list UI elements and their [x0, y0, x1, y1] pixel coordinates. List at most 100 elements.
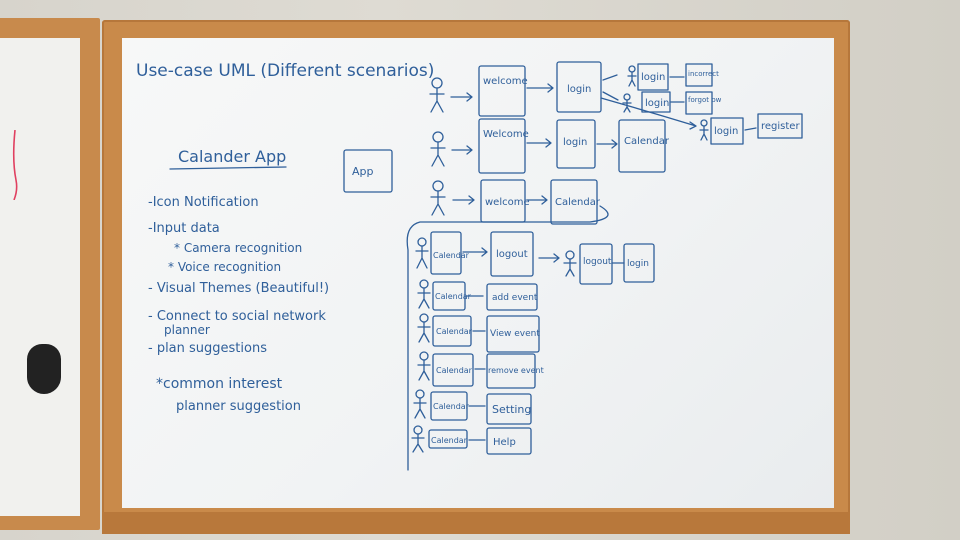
calendar-box: [430, 391, 468, 421]
group-target-box: [486, 315, 540, 353]
actor-icon: [699, 119, 709, 141]
group-target-box: [486, 393, 532, 425]
actor-icon: [627, 65, 637, 87]
list-item: -Input data: [148, 221, 220, 236]
calendar-box: [432, 281, 466, 311]
list-item: *common interest: [156, 376, 283, 392]
left-board-surface: [0, 38, 80, 516]
flow2-register-label: register: [761, 121, 800, 132]
actor-icon: [622, 93, 632, 113]
logout-label: logout: [583, 257, 612, 267]
calendar-label: Calendar: [433, 251, 470, 260]
flow1-forgot-label: forgot pw: [688, 96, 722, 104]
flow1-incorrect-box: [685, 63, 713, 87]
group-row: Calendar Help: [411, 425, 532, 455]
flow1-welcome-box: [478, 65, 526, 117]
arrow-icon: [452, 195, 475, 205]
actor-icon: [429, 77, 445, 113]
flow2-login-label: login: [563, 137, 587, 148]
flow3-welcome-label: welcome: [485, 197, 530, 208]
list-item: - Connect to social network: [148, 309, 326, 324]
flow1-login3-box: [641, 91, 671, 113]
flow2-welcome-box: [478, 118, 526, 174]
group-bracket: [406, 205, 609, 471]
app-box: [343, 149, 393, 193]
calendar-label: Calendar: [431, 436, 468, 445]
actor-icon: [413, 389, 427, 419]
calendar-box: [428, 429, 468, 449]
group-target-label: View event: [490, 329, 540, 339]
group-target-label: logout: [496, 249, 528, 260]
arrow-icon: [602, 74, 619, 101]
flow2-login2-label: login: [714, 126, 738, 137]
group-row: Calendar add event: [417, 279, 538, 311]
group-target-box: [490, 231, 534, 277]
list-item: - Visual Themes (Beautiful!): [148, 281, 329, 296]
login-label: login: [627, 259, 649, 269]
list-item: planner suggestion: [176, 399, 301, 414]
logout-box: [579, 243, 613, 285]
computer-mouse: [27, 344, 61, 394]
calendar-box: [432, 353, 474, 387]
flow1-welcome-label: welcome: [483, 76, 528, 87]
list-item: -Icon Notification: [148, 195, 259, 210]
arrow-icon: [744, 127, 757, 131]
calendar-label: Calendar: [436, 366, 473, 375]
group-target-label: Setting: [492, 403, 531, 416]
calendar-box: [432, 315, 472, 347]
actor-icon: [417, 351, 431, 381]
login-box: [623, 243, 655, 283]
calendar-label: Calendar: [436, 327, 473, 336]
title-text: Use-case UML (Different scenarios): [136, 61, 434, 81]
flow1-login2-label: login: [641, 72, 665, 83]
flow1-login2-box: [637, 63, 669, 91]
arrow-icon: [600, 97, 697, 130]
list-item: - plan suggestions: [148, 341, 267, 356]
actor-icon: [563, 250, 577, 277]
flow2-welcome-label: Welcome: [483, 129, 529, 140]
actor-icon: [430, 180, 446, 216]
whiteboard-surface: [122, 38, 834, 508]
group-target-label: remove event: [488, 366, 544, 375]
arrow-icon: [451, 145, 473, 155]
group-row: Calendar View event: [417, 313, 540, 353]
list-heading: Calander App: [178, 147, 286, 166]
marker-tray: [102, 512, 850, 534]
list-item: planner: [164, 323, 210, 337]
flow1-forgot-box: [685, 91, 713, 115]
arrow-icon: [526, 195, 548, 205]
arrow-icon: [450, 92, 473, 102]
flow2-calendar-label: Calendar: [624, 136, 670, 147]
arrow-icon: [538, 253, 560, 263]
actor-icon: [417, 313, 431, 343]
flow1-login3-label: login: [645, 98, 669, 109]
group-row: Calendar remove event: [417, 351, 544, 389]
calendar-label: Calendar: [433, 402, 470, 411]
group-target-box: [486, 427, 532, 455]
group-target-label: Help: [493, 437, 516, 448]
group-target-box: [486, 283, 538, 311]
actor-icon: [430, 131, 446, 167]
flow1-incorrect-label: incorrect: [688, 70, 719, 78]
arrow-icon: [596, 139, 618, 149]
actor-icon: [417, 279, 431, 309]
arrow-icon: [526, 138, 552, 148]
list-item: * Camera recognition: [174, 241, 302, 255]
actor-icon: [415, 237, 429, 269]
flow2-register-box: [757, 113, 803, 139]
group-target-label: add event: [492, 293, 538, 303]
group-row: Calendar logout: [415, 231, 534, 277]
red-cord: [12, 130, 18, 200]
flow1-login-label: login: [567, 84, 591, 95]
flow2-calendar-box: [618, 119, 666, 173]
actor-icon: [411, 425, 425, 453]
group-target-box: [486, 353, 536, 389]
flow2-login2-box: [710, 117, 744, 145]
heading-underline: [169, 166, 287, 170]
app-box-label: App: [352, 165, 374, 178]
list-item: * Voice recognition: [168, 260, 281, 274]
flow3-calendar-label: Calendar: [555, 197, 601, 208]
arrow-icon: [526, 83, 554, 93]
flow2-login-box: [556, 119, 596, 169]
